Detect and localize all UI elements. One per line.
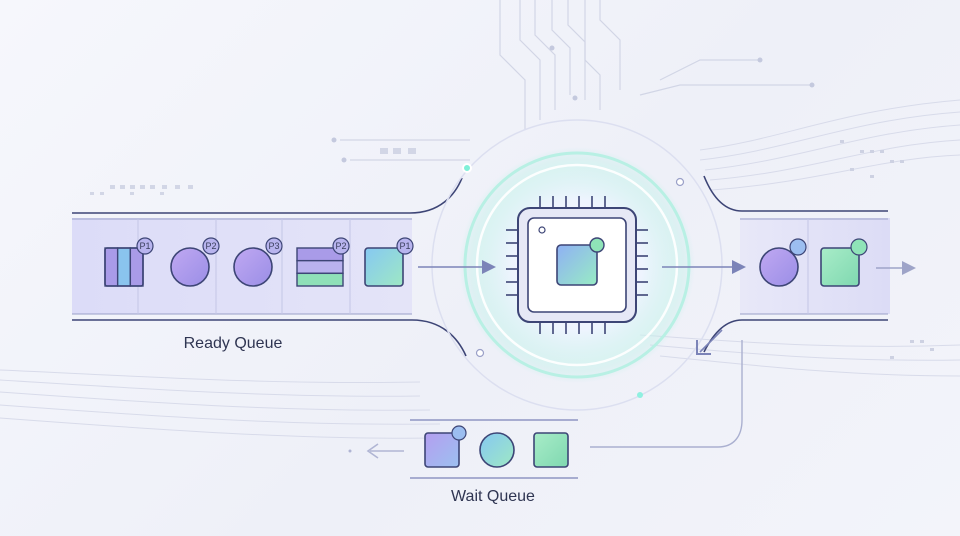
process-band xyxy=(296,272,344,287)
circuit-dots xyxy=(331,45,815,163)
cpu-chip-icon xyxy=(506,196,648,334)
process-square xyxy=(533,432,569,468)
process-stripe xyxy=(116,247,132,287)
ready-queue-item: P2 xyxy=(296,237,350,287)
waiting-process xyxy=(424,425,467,468)
process-stripe xyxy=(129,247,144,287)
status-dot xyxy=(850,238,868,256)
priority-badge-label: P3 xyxy=(268,241,279,251)
priority-badge xyxy=(265,237,283,255)
arrow-exit xyxy=(876,261,916,275)
output-items xyxy=(759,238,868,287)
circuit-traces-top xyxy=(340,0,810,161)
priority-badge-label: P1 xyxy=(399,241,410,251)
process-stripe xyxy=(104,247,119,287)
ready-queue-items: P1 P2 P3 P2 P1 xyxy=(104,237,414,287)
waiting-process xyxy=(533,432,569,468)
process-square xyxy=(104,247,144,287)
process-circle xyxy=(170,247,210,287)
wave-lines-left xyxy=(0,369,441,439)
status-dot xyxy=(789,238,807,256)
ready-queue-item: P3 xyxy=(233,237,283,287)
completed-process xyxy=(820,238,868,287)
process-circle xyxy=(759,247,799,287)
ready-queue-item: P1 xyxy=(364,237,414,287)
ready-queue-label: Ready Queue xyxy=(184,335,283,352)
priority-badge-label: P2 xyxy=(205,241,216,251)
wait-queue-label: Wait Queue xyxy=(451,488,535,505)
process-band xyxy=(296,259,344,275)
priority-badge-label: P1 xyxy=(139,241,150,251)
priority-badge-label: P2 xyxy=(335,241,346,251)
wave-lines-right xyxy=(639,99,960,377)
wait-queue-items xyxy=(424,425,569,468)
wait-queue-frame xyxy=(410,419,578,479)
priority-badge xyxy=(396,237,414,255)
process-square xyxy=(364,247,404,287)
dots-right xyxy=(840,140,934,359)
ready-queue-item: P2 xyxy=(170,237,220,287)
process-square xyxy=(820,247,860,287)
ready-queue-item: P1 xyxy=(104,237,154,287)
waiting-process xyxy=(479,432,515,468)
process-circle xyxy=(479,432,515,468)
priority-badge xyxy=(136,237,154,255)
process-square xyxy=(424,432,460,468)
decor-blocks xyxy=(90,148,416,195)
arrow-ready-to-cpu xyxy=(418,260,496,274)
arrow-wait-left xyxy=(348,443,404,459)
arrow-wait-return xyxy=(590,329,743,448)
priority-badge xyxy=(332,237,350,255)
priority-badge xyxy=(202,237,220,255)
completed-process xyxy=(759,238,807,287)
status-dot xyxy=(451,425,467,441)
process-circle xyxy=(233,247,273,287)
arrow-cpu-to-output xyxy=(662,260,746,274)
